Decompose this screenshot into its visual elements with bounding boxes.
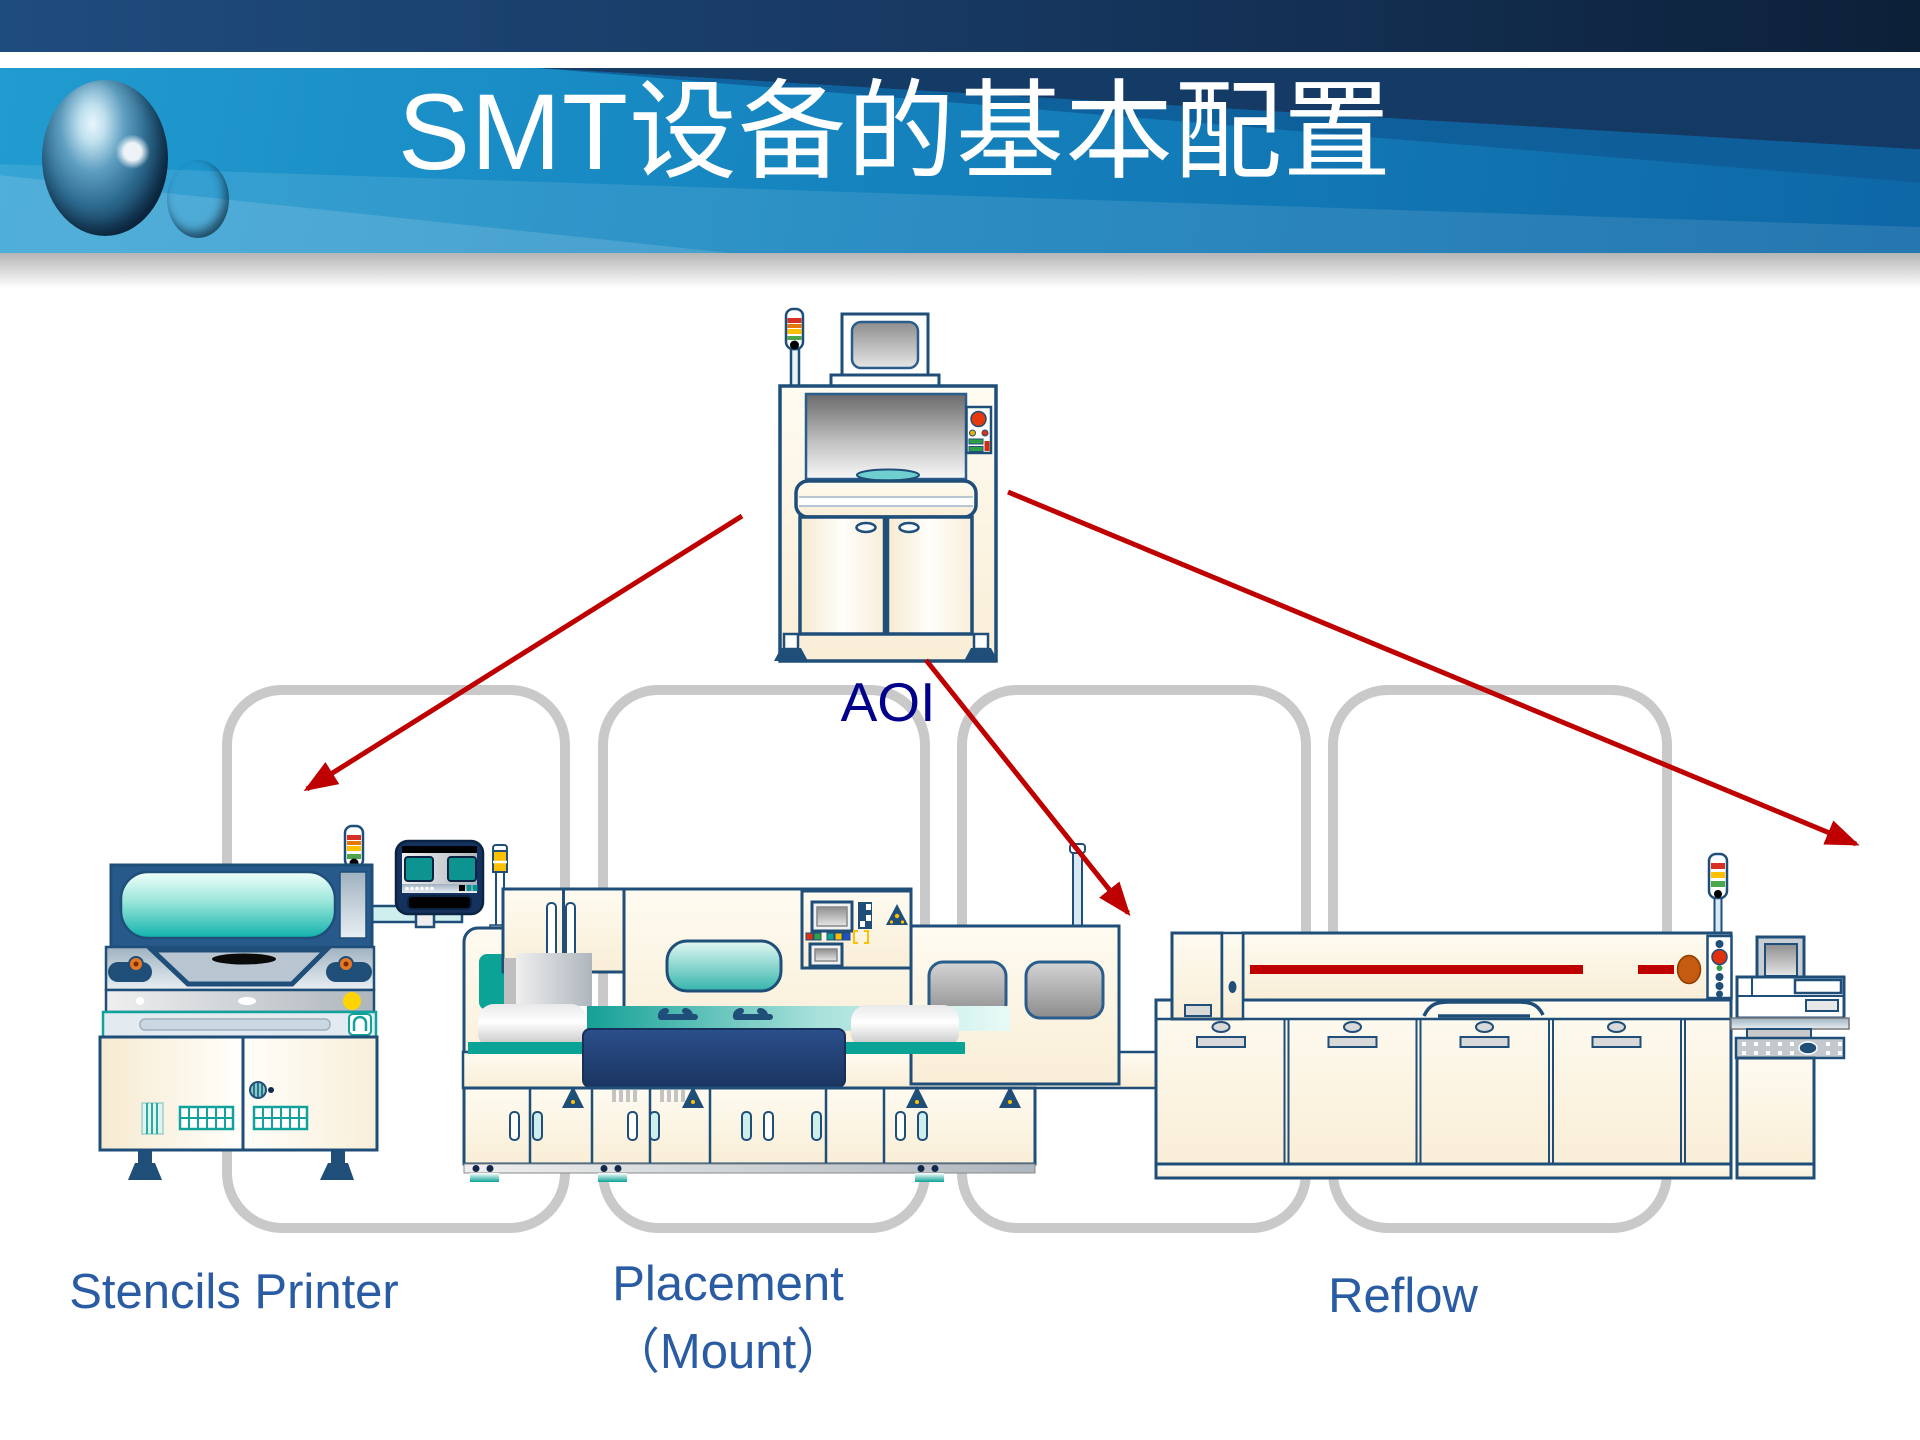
aoi-control-panel: [965, 405, 993, 455]
flow-arrows: [303, 489, 1860, 917]
stencils-printer-label: Stencils Printer: [69, 1265, 399, 1319]
reflow-cabinet-dividers: [1283, 1019, 1686, 1164]
printer-cabinet: [98, 1035, 379, 1152]
printer-hood: [109, 863, 374, 952]
printer-monitor-icon: [394, 839, 485, 916]
aoi-drawer: [794, 479, 978, 519]
placement-control-panel: [800, 889, 913, 970]
aoi-cabinet-doors: [798, 515, 974, 636]
reflow-shelf: [1730, 1017, 1850, 1030]
header-shadow-fade: [0, 253, 1920, 292]
placement-mount-label: （Mount）: [610, 1325, 846, 1379]
printer-lower-deck: [104, 988, 376, 1014]
placement-window-box: [909, 924, 1121, 1086]
arrow-aoi-to-stencils: [303, 513, 744, 792]
aoi-monitor-icon: [829, 312, 941, 389]
globe-logo-icon: [42, 80, 168, 236]
placement-rollers-right: [845, 1005, 965, 1054]
aoi-machine-illustration: [774, 307, 998, 663]
placement-machine-illustration: [461, 843, 1162, 1182]
reflow-small-slot: [1184, 1004, 1212, 1017]
placement-label: Placement: [612, 1257, 844, 1311]
stencils-printer-illustration: [98, 824, 511, 1180]
placement-feet: [470, 1165, 944, 1182]
arrow-aoi-to-reflow: [1007, 489, 1860, 847]
placement-beam: [582, 1028, 846, 1088]
aoi-signal-tower-icon: [784, 307, 805, 391]
reflow-signal-tower-icon: [1707, 852, 1729, 935]
printer-vent-grid: [178, 1105, 309, 1131]
placement-teal-window: [665, 939, 783, 993]
printer-mid-deck: [104, 945, 376, 992]
reflow-body: [1154, 998, 1733, 1166]
page-title: SMT设备的基本配置: [398, 71, 1392, 192]
arrow-aoi-to-placement: [924, 658, 1131, 917]
reflow-label: Reflow: [1328, 1269, 1478, 1323]
placement-rail: [463, 1163, 1036, 1174]
reflow-tray: [1746, 1028, 1812, 1039]
reflow-computer-station: [1730, 935, 1850, 1180]
reflow-keyboard-icon: [1734, 1036, 1846, 1060]
reflow-door-knobs: [1196, 1021, 1642, 1048]
reflow-heater-stripe-2: [1638, 965, 1674, 974]
reflow-divider-column: [1220, 931, 1245, 1021]
reflow-pedestal: [1735, 1056, 1816, 1166]
aoi-label: AOI: [840, 671, 936, 733]
reflow-orange-lamp: [1676, 954, 1702, 985]
placement-rollers-left: [468, 953, 592, 1054]
reflow-handle: [1422, 1000, 1545, 1017]
header-top-bar: [0, 0, 1920, 52]
reflow-base: [1154, 1162, 1733, 1180]
reflow-oven-illustration: [1154, 852, 1850, 1180]
header-title-band: [0, 68, 1920, 253]
reflow-heater-stripe: [1250, 965, 1583, 974]
header-divider-strip: [0, 52, 1920, 68]
aoi-handle: [856, 468, 920, 482]
placement-warning-triangle-icon: [886, 904, 908, 925]
reflow-button-strip: [1706, 934, 1733, 1000]
printer-drawer: [101, 1010, 378, 1039]
cabinet-handles: [509, 1111, 928, 1141]
placement-cabinet-row: [462, 1086, 1037, 1166]
printer-feet: [128, 1150, 354, 1180]
aoi-feet: [774, 632, 998, 661]
cabinet-warning-triangles: [562, 1086, 1021, 1108]
aoi-window: [804, 392, 968, 481]
